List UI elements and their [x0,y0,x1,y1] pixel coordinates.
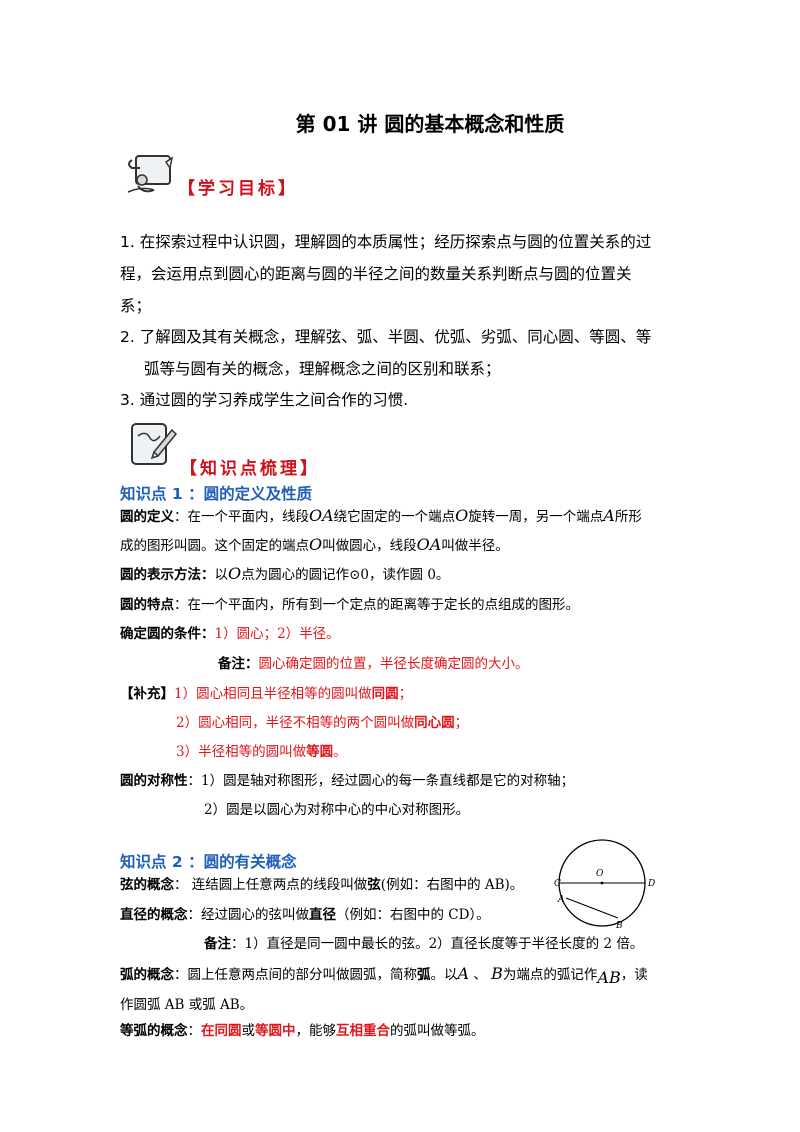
arc-ab-symbol: AB [597,968,621,987]
circle-features: 圆的特点：在一个平面内，所有到一个定点的距离等于定长的点组成的图形。 [120,597,579,613]
page-title: 第 01 讲 圆的基本概念和性质 [295,112,565,136]
scroll-quill-icon [127,155,174,193]
center-point [600,881,604,885]
objective-line-2: 程，会运用点到圆心的距离与圆的半径之间的数量关系判断点与圆的位置关 [120,265,632,283]
objective-line-3: 系； [120,297,152,315]
conditions-note: 备注：圆心确定圆的位置，半径长度确定圆的大小。 [218,656,529,672]
label-o: O [596,869,604,879]
symmetry-line-1: 圆的对称性：1）圆是轴对称图形，经过圆心的每一条直线都是它的对称轴； [120,773,575,789]
label-c: C [554,879,561,889]
supplement-line-1: 【补充】1）圆心相同且半径相等的圆叫做同圆； [120,686,413,702]
circle-figure: O C D A B [554,839,655,930]
chord-ab [565,897,619,919]
knowledge-banner: 【知识点梳理】 [180,459,320,479]
arc-definition-line-1: 弧的概念：圆上任意两点间的部分叫做圆弧，简称弧。以A 、 B为端点的弧记作AB，… [120,964,648,987]
kp2-heading: 知识点 2 ：圆的有关概念 [120,853,297,871]
kp1-heading: 知识点 1 ：圆的定义及性质 [120,485,313,503]
circle-conditions: 确定圆的条件：1）圆心；2）半径。 [120,626,340,642]
objective-line-4: 2. 了解圆及其有关概念，理解弦、弧、半圆、优弧、劣弧、同心圆、等圆、等 [120,328,652,346]
chord-definition: 弦的概念： 连结圆上任意两点的线段叫做弦(例如：右图中的 AB)。 [120,877,524,893]
objectives-banner: 【学习目标】 [178,179,298,199]
circle-notation: 圆的表示方法：以O点为圆心的圆记作⊙0，读作圆 0。 [120,564,450,583]
circle-definition-line-2: 成的图形叫圆。这个固定的端点O叫做圆心，线段OA叫做半径。 [120,535,509,554]
arc-definition-line-2: 作圆弧 AB 或弧 AB。 [120,997,254,1013]
supplement-line-3: 3）半径相等的圆叫做等圆。 [176,744,347,760]
circle-definition-line-1: 圆的定义：在一个平面内，线段OA绕它固定的一个端点O旋转一周，另一个端点A所形 [120,506,642,525]
label-b: B [615,921,623,930]
objective-line-5: 弧等与圆有关的概念，理解概念之间的区别和联系； [144,360,501,378]
diameter-note: 备注：1）直径是同一圆中最长的弦。2）直径长度等于半径长度的 2 倍。 [204,936,644,952]
objective-line-1: 1. 在探索过程中认识圆，理解圆的本质属性；经历探索点与圆的位置关系的过 [120,233,652,251]
equal-arc-definition: 等弧的概念：在同圆或等圆中，能够互相重合的弧叫做等弧。 [120,1023,485,1039]
symmetry-line-2: 2）圆是以圆心为对称中心的中心对称图形。 [204,802,470,818]
diameter-definition: 直径的概念：经过圆心的弦叫做直径（例如：右图中的 CD）。 [120,907,490,923]
label-d: D [647,879,655,889]
definition-label: 圆的定义 [120,509,174,525]
label-a: A [557,895,565,905]
objective-line-6: 3. 通过圆的学习养成学生之间合作的习惯. [120,391,409,409]
notepad-pen-icon [131,423,178,465]
supplement-line-2: 2）圆心相同，半径不相等的两个圆叫做同心圆； [176,715,469,731]
